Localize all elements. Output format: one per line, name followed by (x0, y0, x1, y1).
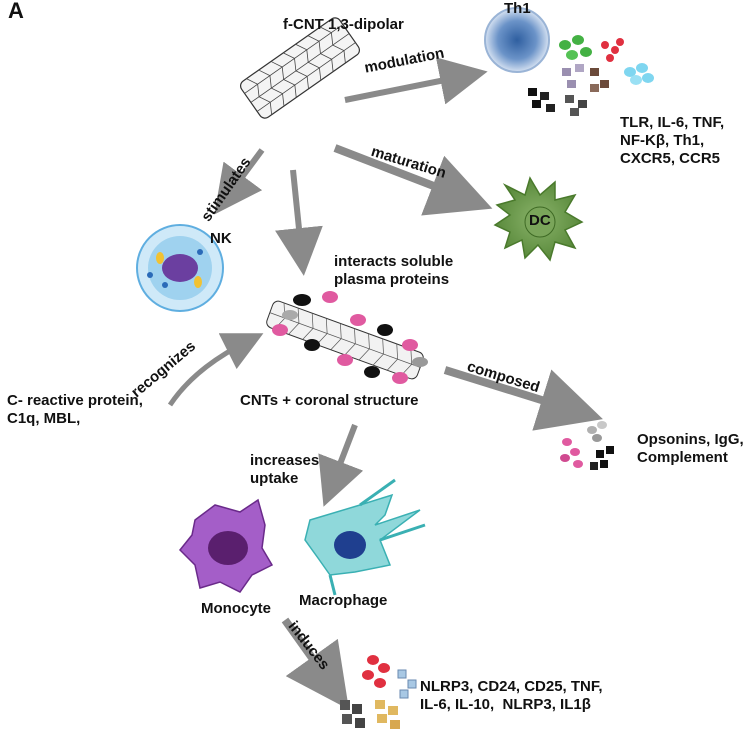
dc-label: DC (529, 212, 551, 229)
crp-label: C- reactive protein, C1q, MBL, (7, 392, 143, 427)
cytokine-cluster-icon (528, 35, 654, 116)
dendritic-cell-icon (493, 176, 584, 262)
macrophage-icon (304, 478, 426, 596)
arrow-increases-uptake (318, 423, 364, 507)
induced-cytokine-cluster-icon (340, 655, 417, 729)
macrophage-label: Macrophage (299, 592, 388, 609)
arrow-induces (281, 617, 349, 710)
carbon-nanotube-icon (239, 17, 361, 119)
arrow-recognizes (167, 333, 264, 407)
corona-label: CNTs + coronal structure (240, 392, 419, 409)
monocyte-label: Monocyte (201, 600, 272, 617)
nk-cell-icon (136, 224, 224, 312)
opsonins-label: Opsonins, IgG, Complement (637, 431, 744, 466)
monocyte-icon (178, 498, 274, 593)
th1-cell-icon (484, 7, 550, 73)
th1-label: Th1 (504, 0, 531, 17)
arrow-stimulates (214, 148, 265, 215)
coronal-nanotube-icon (266, 291, 428, 384)
interacts-label: interacts soluble plasma proteins (334, 253, 454, 288)
th1-markers-label: TLR, IL-6, TNF, NF-Kβ, Th1, CXCR5, CCR5 (620, 114, 725, 167)
fcnt-label: f-CNT 1,3-dipolar (283, 16, 404, 33)
increases-uptake-label: increases uptake (250, 452, 320, 487)
arrow-composed (443, 366, 603, 431)
arrow-maturation (333, 144, 493, 216)
induced-markers-label: NLRP3, CD24, CD25, TNF, IL-6, IL-10, NLR… (420, 678, 603, 713)
arrow-interacts (275, 169, 323, 276)
panel-label: A (8, 0, 24, 23)
opsonin-cluster-icon (560, 421, 614, 470)
arrow-modulation (344, 57, 488, 105)
nk-label: NK (210, 230, 232, 247)
